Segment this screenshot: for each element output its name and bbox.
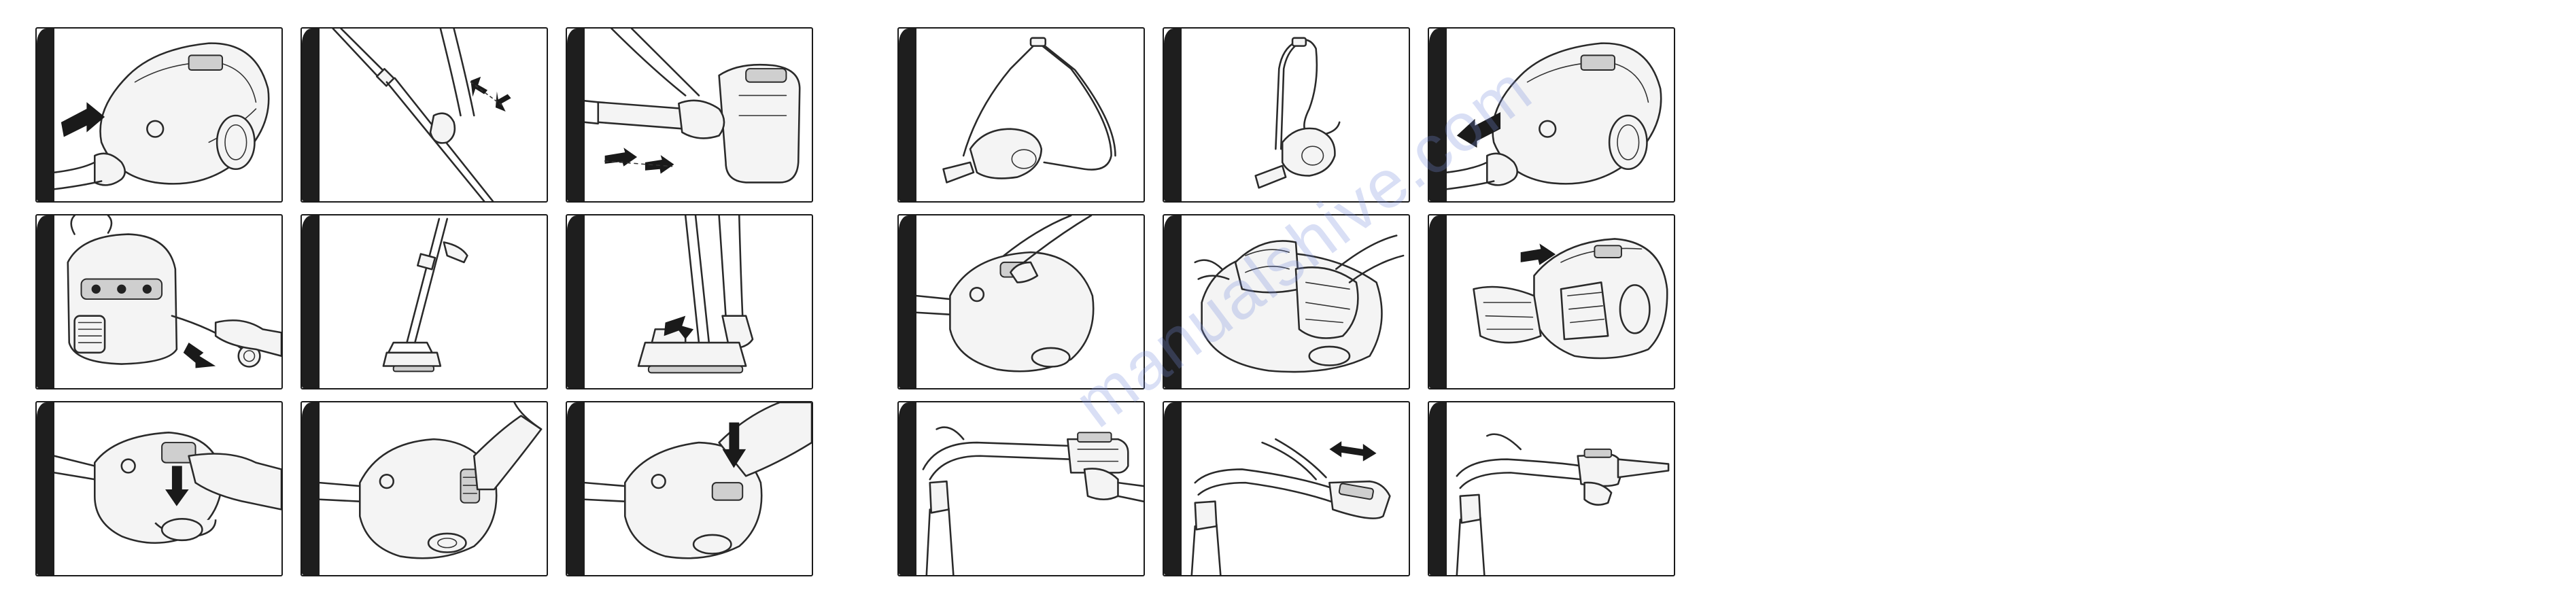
panel-tab	[1429, 402, 1447, 575]
panel-17-adjust-airflow	[1163, 401, 1410, 576]
panel-10-horizontal-park	[897, 27, 1145, 203]
panel-tab	[1164, 215, 1182, 388]
panel-tab	[302, 402, 320, 575]
panel-tab	[899, 215, 916, 388]
panel-11-vertical-park	[1163, 27, 1410, 203]
panel-18-accessory-nozzle	[1428, 401, 1675, 576]
panel-3-attach-nozzle	[566, 27, 813, 203]
power-cord-icon	[54, 215, 281, 388]
panel-tab	[567, 402, 585, 575]
panel-1-insert-hose	[35, 27, 283, 203]
nozzle-attach-icon	[585, 29, 812, 201]
panel-7-press-button	[35, 401, 283, 576]
panel-8-power-control	[300, 401, 548, 576]
panel-6-nozzle-pedal	[566, 214, 813, 389]
hose-remove-icon	[1447, 29, 1674, 201]
panel-tab	[567, 215, 585, 388]
panel-tab	[899, 29, 916, 201]
panel-14-replace-bag	[1163, 214, 1410, 389]
panel-12-remove-hose	[1428, 27, 1675, 203]
panel-tab	[1164, 402, 1182, 575]
hose-insert-icon	[54, 29, 281, 201]
cord-rewind-icon	[585, 402, 812, 575]
panel-13-open-lid	[897, 214, 1145, 389]
panel-5-upright-storage	[300, 214, 548, 389]
horizontal-park-icon	[916, 29, 1144, 201]
panel-tab	[567, 29, 585, 201]
press-button-icon	[54, 402, 281, 575]
panel-tab	[37, 29, 54, 201]
dust-bag-icon	[1182, 215, 1409, 388]
panel-tab	[1429, 215, 1447, 388]
panel-tab	[1429, 29, 1447, 201]
panel-16-grip-handle	[897, 401, 1145, 576]
telescopic-tube-icon	[320, 29, 547, 201]
airflow-slide-icon	[1182, 402, 1409, 575]
power-control-icon	[320, 402, 547, 575]
panel-9-cord-rewind	[566, 401, 813, 576]
filter-icon	[1447, 215, 1674, 388]
panel-tab	[37, 402, 54, 575]
panel-tab	[1164, 29, 1182, 201]
panel-tab	[899, 402, 916, 575]
panel-4-pull-cord	[35, 214, 283, 389]
crevice-tool-icon	[1447, 402, 1674, 575]
lid-release-icon	[916, 215, 1144, 388]
panel-tab	[302, 215, 320, 388]
panel-2-extend-tube	[300, 27, 548, 203]
panel-tab	[302, 29, 320, 201]
vertical-park-icon	[1182, 29, 1409, 201]
handle-grip-icon	[916, 402, 1144, 575]
nozzle-pedal-icon	[585, 215, 812, 388]
upright-tube-icon	[320, 215, 547, 388]
panel-15-filter-change	[1428, 214, 1675, 389]
panel-tab	[37, 215, 54, 388]
